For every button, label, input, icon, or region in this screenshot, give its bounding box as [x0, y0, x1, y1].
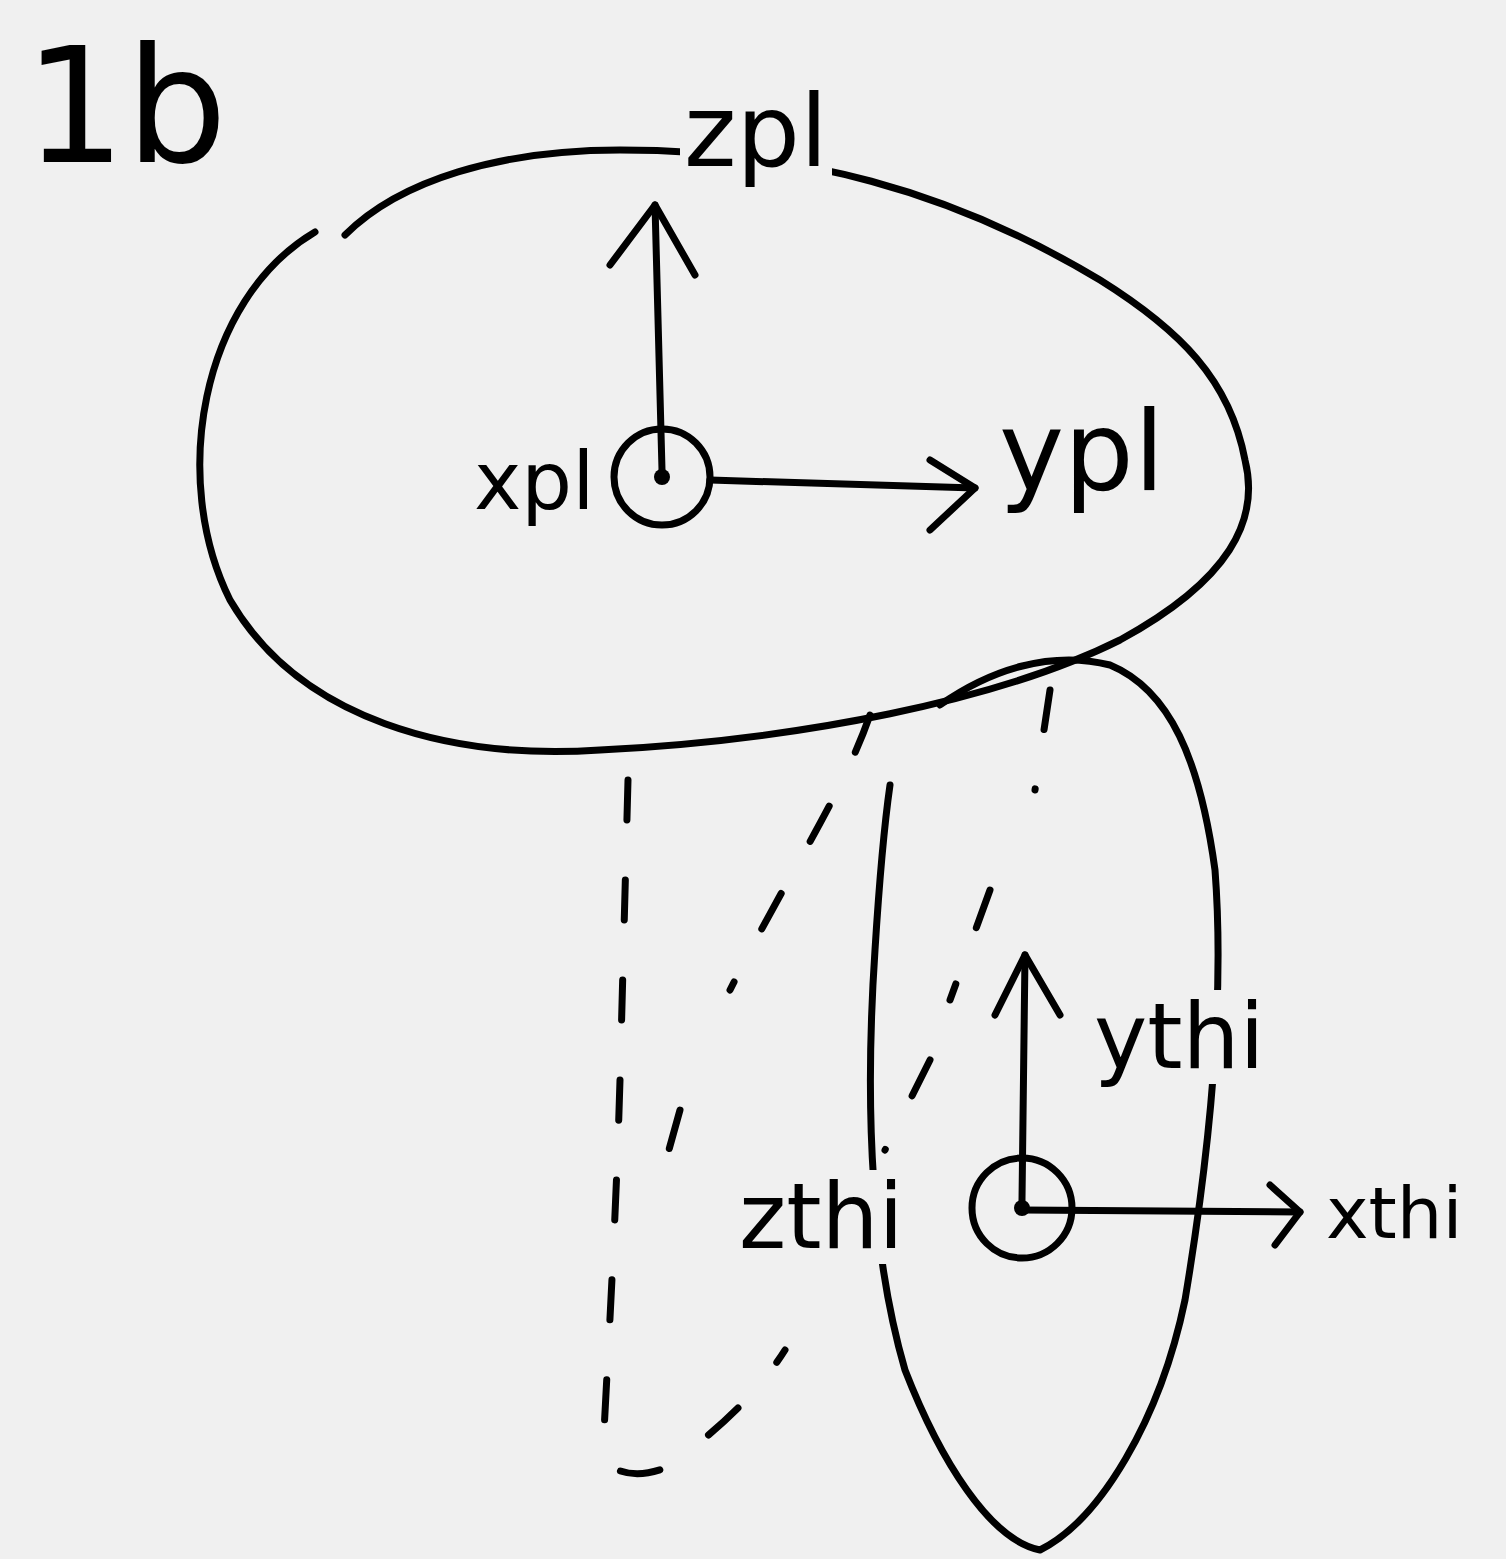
- thigh-outline: [870, 660, 1218, 1550]
- out-of-page-dot: [1014, 1200, 1030, 1216]
- axis-label: xpl: [470, 440, 598, 524]
- pelvis-frame: [610, 205, 975, 530]
- axis-label: xthi: [1322, 1175, 1466, 1251]
- figure-number: 1b: [20, 25, 231, 189]
- axis-label: zpl: [680, 80, 832, 184]
- dashed-thigh-outline: [603, 690, 1050, 1474]
- axis-label: ypl: [995, 395, 1168, 509]
- out-of-page-dot: [654, 469, 670, 485]
- axis-label: zthi: [735, 1170, 908, 1264]
- axis-label: ythi: [1090, 990, 1269, 1084]
- thigh-frame: [972, 955, 1300, 1258]
